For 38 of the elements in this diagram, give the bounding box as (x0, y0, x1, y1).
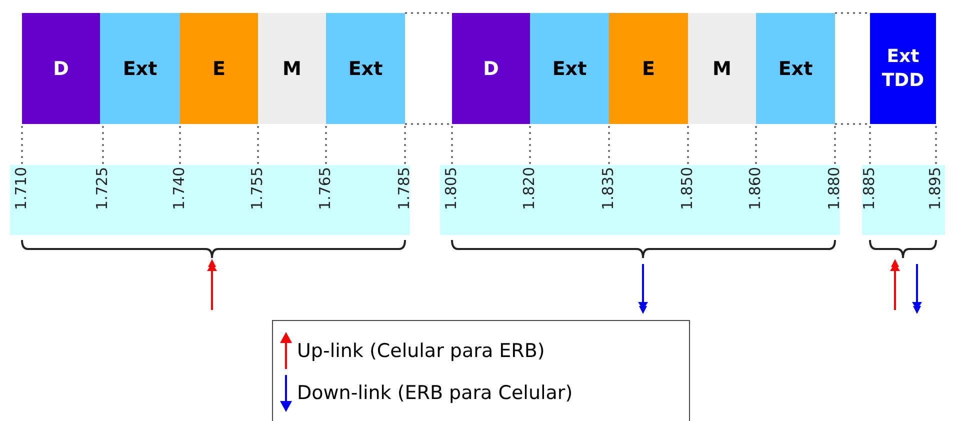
frequency-label: 1.880 (826, 167, 843, 210)
band-label: Ext (552, 58, 587, 80)
frequency-label: 1.725 (94, 167, 111, 210)
band-block (326, 13, 405, 124)
frequency-label: 1.885 (861, 167, 878, 210)
band-label: M (282, 58, 302, 80)
band-label: Ext (122, 58, 158, 80)
band-block (688, 13, 756, 124)
frequency-label: 1.820 (521, 167, 538, 210)
frequency-label: 1.785 (396, 167, 413, 210)
band-block (22, 13, 100, 124)
band-label: Ext TDD (880, 44, 926, 92)
band-label: D (483, 58, 499, 80)
band-label: Ext (778, 58, 813, 80)
frequency-label: 1.860 (747, 167, 764, 210)
band-block (870, 13, 936, 124)
band-block (180, 13, 258, 124)
legend-text: Down-link (ERB para Celular) (297, 382, 573, 404)
frequency-label: 1.895 (927, 167, 944, 210)
band-label: E (642, 58, 655, 80)
band-block (452, 13, 530, 124)
band-block (258, 13, 326, 124)
band-label: E (212, 58, 226, 80)
frequency-label: 1.710 (13, 167, 30, 210)
frequency-label: 1.755 (249, 167, 266, 210)
band-block (100, 13, 180, 124)
band-block (756, 13, 835, 124)
band-label: M (712, 58, 732, 80)
band-block (530, 13, 609, 124)
band-label: Ext (348, 58, 383, 80)
band-block (609, 13, 688, 124)
frequency-label: 1.740 (171, 167, 188, 210)
frequency-label: 1.805 (443, 167, 460, 210)
frequency-label: 1.835 (600, 167, 617, 210)
frequency-label: 1.850 (679, 167, 696, 210)
band-label: D (53, 58, 69, 80)
legend-text: Up-link (Celular para ERB) (297, 340, 545, 362)
frequency-label: 1.765 (317, 167, 334, 210)
